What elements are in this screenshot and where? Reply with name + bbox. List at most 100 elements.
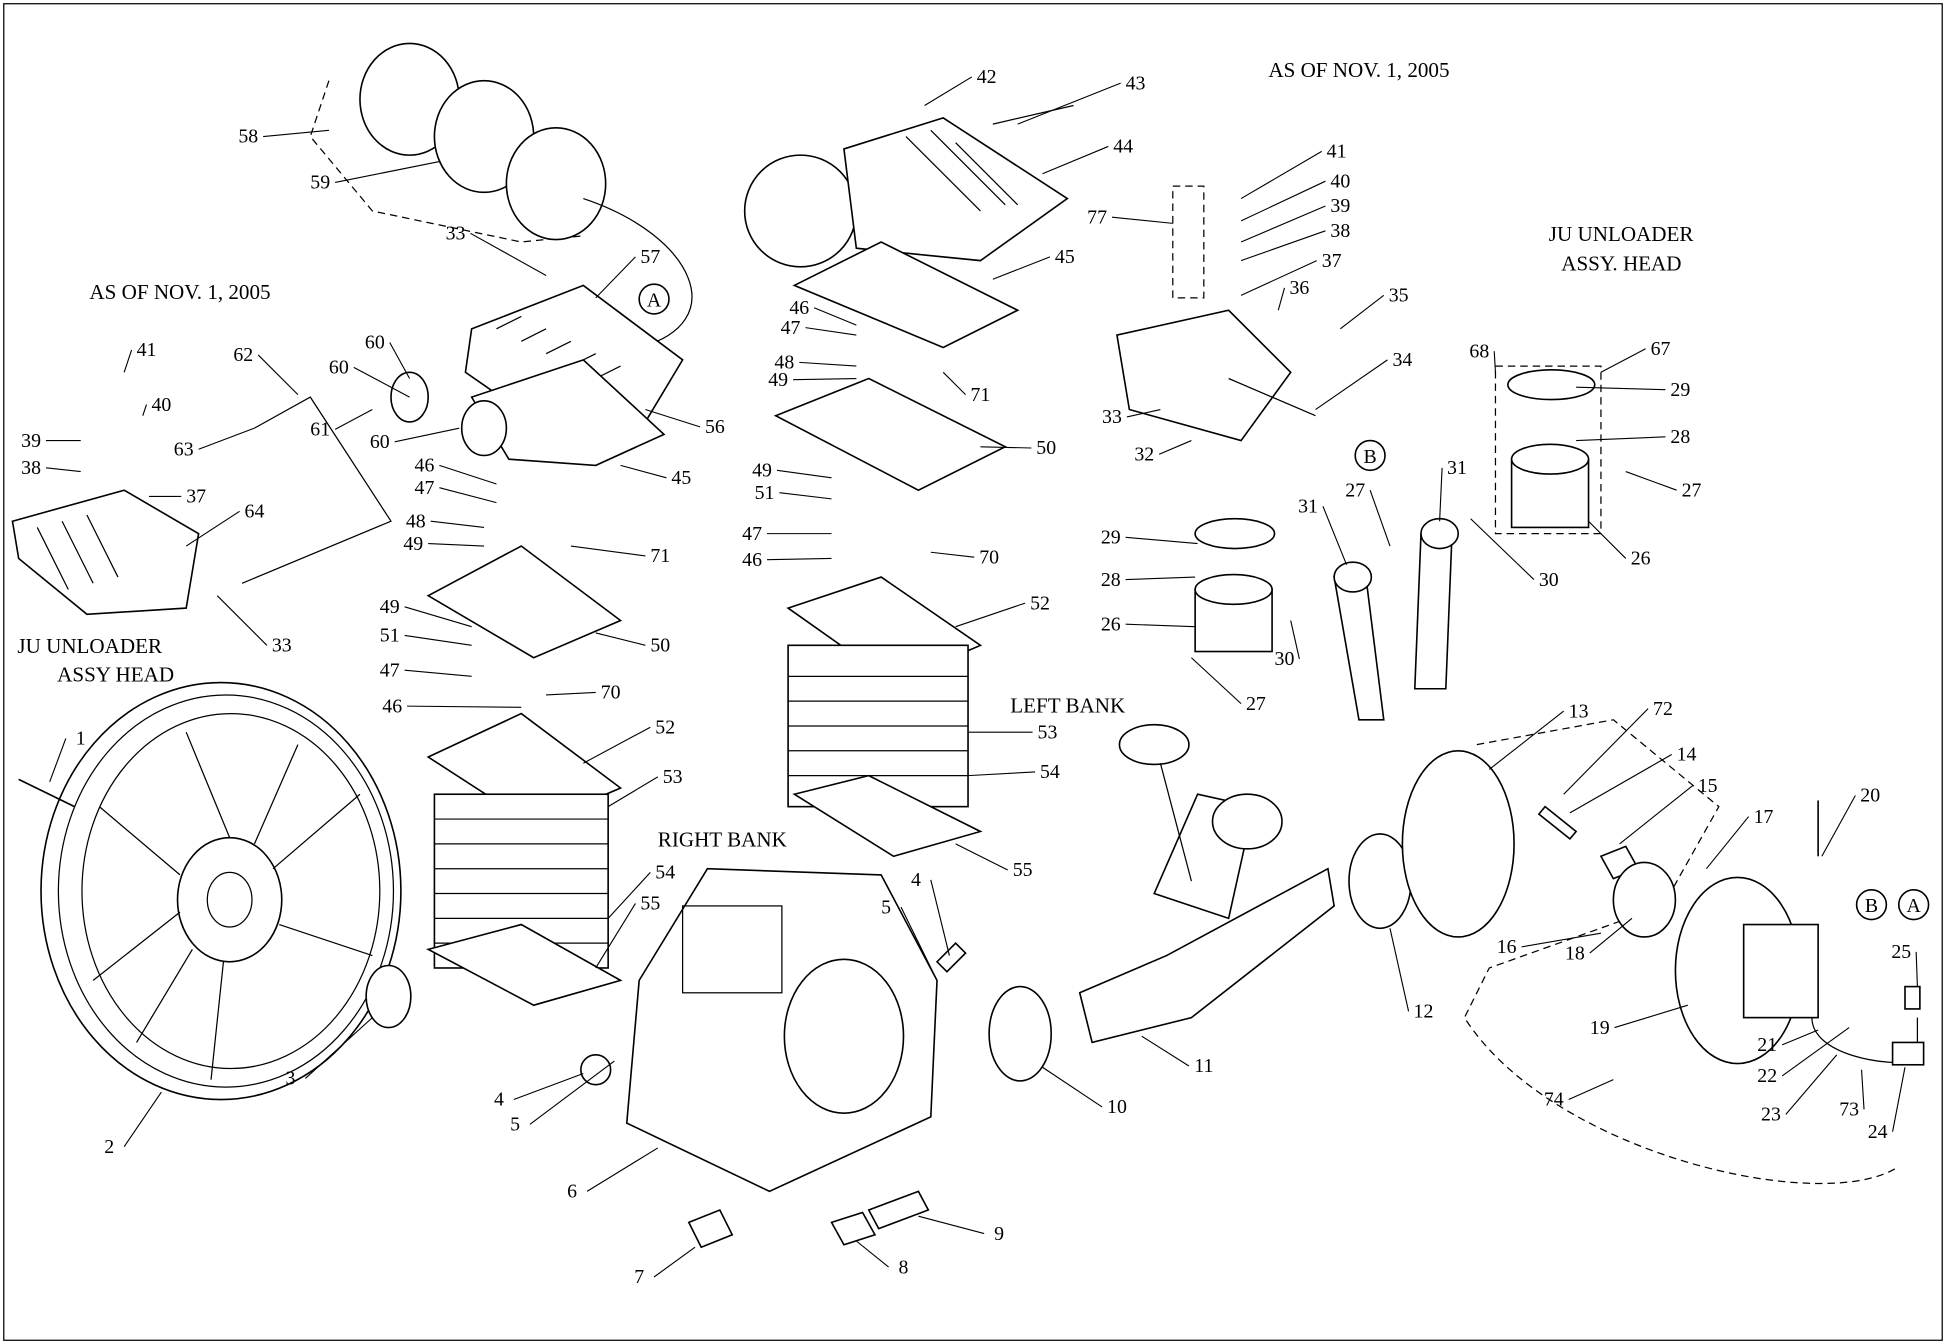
callout-71: 71 — [971, 384, 991, 406]
callout-52: 52 — [1030, 592, 1050, 614]
leader-line — [1240, 230, 1326, 262]
filter-cover — [505, 127, 607, 241]
fitting-25 — [1904, 985, 1921, 1010]
valve-plate-right — [426, 545, 623, 659]
leader-line — [955, 602, 1026, 628]
callout-60: 60 — [329, 357, 349, 379]
leader-line — [653, 1246, 696, 1278]
leader-line — [1781, 1029, 1819, 1046]
leader-line — [470, 232, 547, 276]
leader-line — [1240, 205, 1326, 243]
leader-line — [1892, 1067, 1906, 1132]
leader-line — [586, 1147, 659, 1192]
callout-73: 73 — [1839, 1099, 1859, 1121]
callout-71: 71 — [650, 545, 670, 567]
callout-26: 26 — [1101, 613, 1121, 635]
callout-55: 55 — [640, 893, 660, 915]
callout-4: 4 — [911, 869, 921, 891]
leader-line — [216, 595, 268, 646]
connector-B: B — [1363, 446, 1376, 468]
callout-6: 6 — [567, 1181, 577, 1203]
leader-line — [1521, 932, 1602, 948]
leader-line — [546, 691, 596, 696]
callout-35: 35 — [1389, 285, 1409, 307]
leader-line — [1277, 287, 1286, 311]
leader-line — [404, 634, 472, 646]
leader-line — [1589, 917, 1633, 954]
note-ju-left-2: ASSY HEAD — [57, 662, 174, 686]
leader-line — [793, 377, 857, 381]
callout-12: 12 — [1414, 1001, 1434, 1023]
plug-8 — [830, 1211, 877, 1246]
leader-line — [1860, 1069, 1865, 1110]
group-72-74-outline — [1463, 719, 1900, 1185]
callout-64: 64 — [245, 500, 265, 522]
leader-line — [1576, 386, 1666, 391]
callout-32: 32 — [1134, 443, 1154, 465]
callout-33: 33 — [446, 223, 466, 245]
callout-47: 47 — [415, 477, 435, 499]
callout-49: 49 — [403, 533, 423, 555]
callout-1: 1 — [76, 728, 86, 750]
leader-line — [1915, 951, 1918, 987]
leader-line — [766, 557, 832, 561]
leader-line — [799, 361, 857, 367]
leader-line — [529, 1060, 615, 1125]
filter-tube — [583, 197, 693, 349]
leader-line — [353, 366, 410, 398]
note-ju-right-1: JU UNLOADER — [1549, 222, 1695, 246]
note-ju-left-1: JU UNLOADER — [17, 634, 163, 658]
callout-48: 48 — [406, 510, 426, 532]
parts-drawing — [11, 42, 1925, 1249]
callout-18: 18 — [1565, 942, 1585, 964]
leader-line — [1705, 816, 1750, 870]
callout-30: 30 — [1275, 648, 1295, 670]
callout-50: 50 — [650, 635, 670, 657]
callout-16: 16 — [1497, 936, 1517, 958]
connector-circle-A — [1897, 888, 1930, 921]
leader-line — [49, 738, 67, 783]
note-as-of-left: AS OF NOV. 1, 2005 — [89, 280, 270, 304]
leader-line — [942, 371, 966, 396]
callout-11: 11 — [1194, 1055, 1213, 1077]
callout-36: 36 — [1289, 277, 1309, 299]
leader-line — [992, 256, 1051, 280]
callout-41: 41 — [1327, 141, 1347, 163]
callout-5: 5 — [881, 896, 891, 918]
callout-37: 37 — [186, 486, 206, 508]
callout-38: 38 — [1330, 220, 1350, 242]
connecting-rod-31a — [1333, 569, 1385, 721]
callout-10: 10 — [1107, 1096, 1127, 1118]
callout-33: 33 — [272, 635, 292, 657]
leader-line — [304, 1017, 373, 1079]
leader-line — [1125, 576, 1196, 581]
callout-53: 53 — [663, 766, 683, 788]
callout-70: 70 — [601, 682, 621, 704]
callout-25: 25 — [1891, 941, 1911, 963]
callout-67: 67 — [1651, 338, 1671, 360]
filter-group-outline — [309, 80, 584, 243]
pump-18 — [1612, 861, 1677, 938]
callout-40: 40 — [1330, 170, 1350, 192]
leader-line — [1339, 294, 1385, 330]
callout-62: 62 — [233, 344, 253, 366]
leader-line — [439, 464, 497, 485]
oil-pump-body — [1742, 923, 1819, 1019]
leader-line — [1470, 518, 1535, 580]
callout-46: 46 — [789, 297, 809, 319]
callout-46: 46 — [382, 695, 402, 717]
callout-43: 43 — [1126, 72, 1146, 94]
callout-56: 56 — [705, 416, 725, 438]
callout-72: 72 — [1653, 698, 1673, 720]
leader-line — [855, 1240, 889, 1268]
leader-line — [394, 427, 460, 443]
leader-line — [779, 492, 832, 500]
callout-4: 4 — [494, 1089, 504, 1111]
callout-60: 60 — [370, 431, 390, 453]
leader-line — [645, 408, 701, 428]
left-head — [843, 117, 1069, 262]
leader-line — [1625, 471, 1677, 491]
breather-4 — [935, 942, 967, 973]
leader-line — [930, 551, 975, 558]
